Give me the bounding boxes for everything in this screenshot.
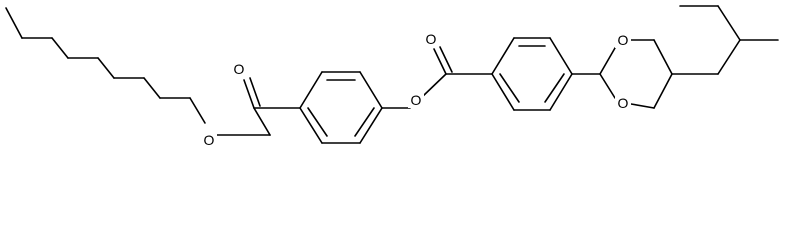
bond-line (653, 39, 673, 75)
chemical-structure-diagram: O O O O O O (5, 5, 779, 148)
bond-line (299, 71, 323, 109)
label-mask (408, 92, 424, 108)
bond-line (359, 71, 383, 109)
bond-line (599, 73, 616, 99)
bond-line (544, 73, 565, 103)
bond-line (243, 79, 255, 109)
bond-line (354, 107, 375, 137)
atom-label-dioxane-oxygen-bottom: O (618, 95, 629, 111)
bond-line (51, 37, 69, 59)
bond-line (307, 107, 328, 137)
label-mask (615, 32, 631, 48)
bond-line (421, 73, 447, 98)
label-mask (615, 95, 631, 111)
bond-line (189, 97, 206, 124)
bond-line (717, 5, 741, 41)
label-mask (201, 132, 217, 148)
label-mask (423, 31, 439, 47)
bond-line (549, 37, 573, 75)
bond-line (359, 107, 383, 144)
bond-line (653, 73, 673, 109)
bond-line (253, 107, 271, 136)
bond-line (717, 39, 741, 75)
bond-line (5, 7, 23, 39)
bond-line (630, 103, 655, 109)
bond-line (299, 107, 323, 144)
bond-line (249, 77, 261, 107)
bond-line (491, 73, 515, 111)
atom-label-dioxane-oxygen-top: O (618, 32, 629, 48)
bond-line (599, 47, 616, 75)
molecule-drawing: O O O O O O (5, 5, 779, 148)
label-mask (231, 61, 247, 77)
bond-line (549, 73, 573, 111)
bond-line (439, 46, 453, 73)
bond-line (433, 48, 447, 75)
bond-lines (5, 5, 779, 144)
atom-label-ester-oxygen-left: O (204, 132, 215, 148)
atom-label-carbonyl-oxygen-left: O (234, 61, 245, 77)
atom-label-carbonyl-oxygen-middle: O (426, 31, 437, 47)
atom-label-ester-oxygen-middle: O (411, 92, 422, 108)
bond-line (97, 57, 115, 79)
bond-line (143, 77, 161, 99)
bond-line (499, 73, 520, 103)
bond-line (491, 37, 515, 75)
